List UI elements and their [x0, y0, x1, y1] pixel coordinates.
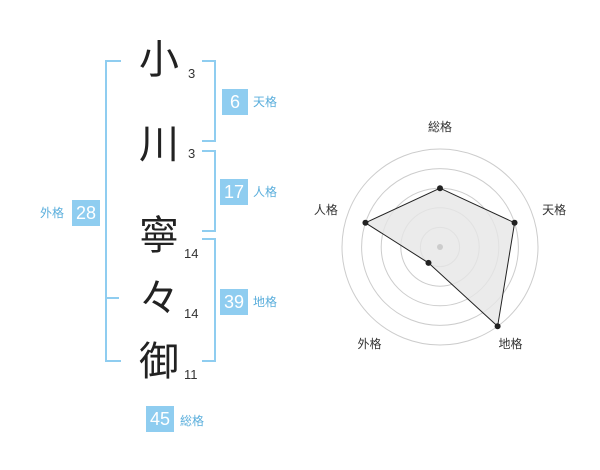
tenkaku-bracket — [202, 60, 216, 142]
radar-point — [437, 185, 443, 192]
radar-axis-label: 総格 — [428, 119, 452, 134]
stroke-count-2: 3 — [188, 146, 196, 161]
jinkaku-label: 人格 — [253, 185, 278, 199]
radar-axis-label: 天格 — [542, 202, 566, 217]
gaikaku-label: 外格 — [40, 206, 65, 220]
radar-point — [425, 259, 432, 266]
radar-grid-ring — [341, 148, 539, 346]
radar-points — [362, 185, 518, 330]
tenkaku-value: 6 — [222, 89, 248, 115]
soukaku-label: 総格 — [180, 414, 205, 428]
chikaku-bracket — [202, 238, 216, 362]
radar-axis-label: 外格 — [357, 336, 381, 351]
name-char-4: 々 — [139, 276, 179, 322]
radar-point — [511, 219, 518, 226]
radar-point — [362, 219, 369, 226]
radar-grid-ring — [361, 168, 519, 326]
chikaku-value: 39 — [220, 289, 248, 315]
radar-center-dot — [437, 244, 443, 250]
gaikaku-bracket — [105, 60, 121, 362]
name-char-1: 小 — [139, 37, 179, 83]
chikaku-label: 地格 — [253, 295, 278, 309]
stroke-count-5: 11 — [184, 367, 198, 382]
stroke-count-4: 14 — [184, 306, 199, 321]
jinkaku-value: 17 — [220, 179, 248, 205]
stroke-count-3: 14 — [184, 246, 199, 261]
gaikaku-bracket-split — [105, 297, 119, 299]
stroke-count-1: 3 — [188, 66, 196, 81]
radar-polygon — [364, 187, 516, 328]
gaikaku-value: 28 — [72, 200, 100, 226]
radar-axis-label: 人格 — [314, 202, 338, 217]
radar-point — [494, 323, 501, 330]
name-char-5: 御 — [139, 339, 179, 385]
tenkaku-label: 天格 — [253, 95, 278, 109]
name-char-2: 川 — [139, 122, 179, 168]
radar-axis-label: 地格 — [499, 336, 523, 351]
soukaku-value: 45 — [146, 406, 174, 432]
name-char-3: 寧 — [139, 213, 179, 259]
jinkaku-bracket — [202, 150, 216, 232]
